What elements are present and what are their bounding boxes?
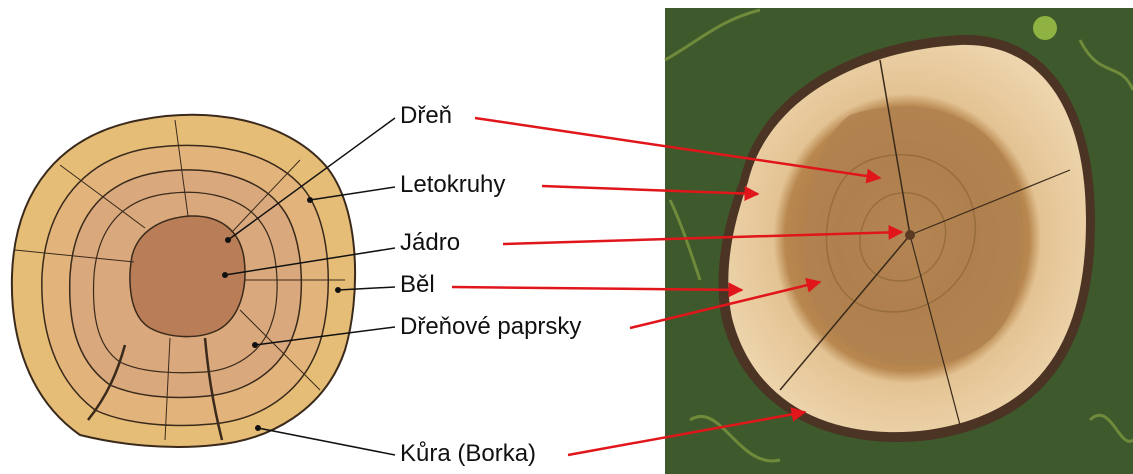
- stump-photo: [665, 8, 1133, 474]
- label-growth-rings: Letokruhy: [400, 171, 505, 199]
- dot-sapwood: [335, 287, 341, 293]
- label-sapwood: Běl: [400, 271, 435, 299]
- label-heartwood: Jádro: [400, 229, 460, 257]
- dot-growth-rings: [307, 197, 313, 203]
- leaf: [1033, 16, 1057, 40]
- heartwood: [130, 216, 245, 337]
- dot-bark: [255, 425, 261, 431]
- label-pith: Dřeň: [400, 102, 452, 130]
- label-bark: Kůra (Borka): [400, 440, 536, 468]
- log-illustration: [12, 115, 395, 455]
- label-medullary-rays: Dřeňové paprsky: [400, 313, 581, 341]
- dot-heartwood: [222, 272, 228, 278]
- dot-pith: [225, 237, 231, 243]
- leader-bark: [258, 428, 395, 455]
- dot-medullary-rays: [252, 342, 258, 348]
- stump-pith: [905, 230, 915, 240]
